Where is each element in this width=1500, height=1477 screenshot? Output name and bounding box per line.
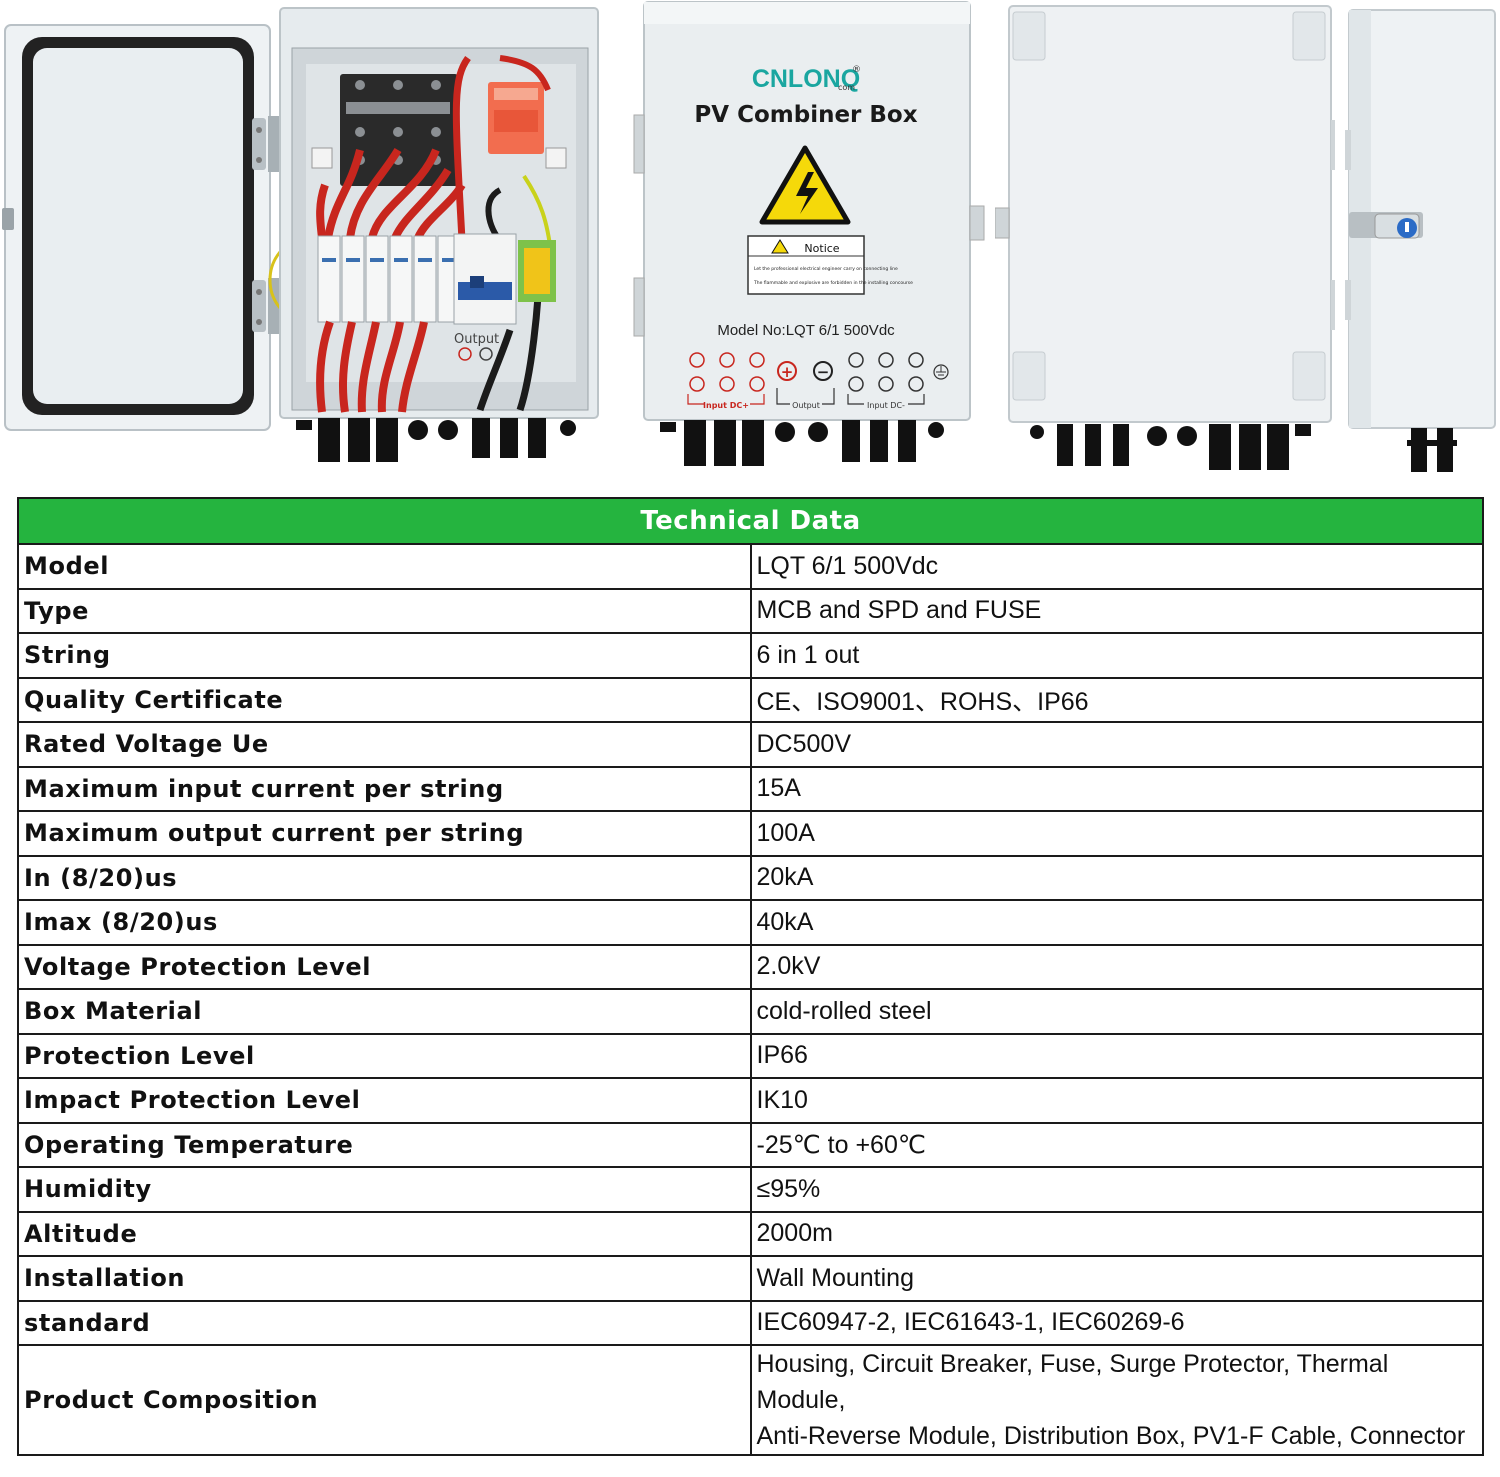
row-label: Model bbox=[17, 543, 752, 590]
row-label: Impact Protection Level bbox=[17, 1077, 752, 1124]
brand-sub-label: com bbox=[838, 83, 855, 92]
row-value: LQT 6/1 500Vdc bbox=[749, 543, 1484, 590]
row-value: 6 in 1 out bbox=[749, 632, 1484, 679]
box-title: PV Combiner Box bbox=[694, 102, 917, 128]
row-value: 20kA bbox=[749, 854, 1484, 901]
row-label: Altitude bbox=[17, 1210, 752, 1257]
row-value: CE、ISO9001、ROHS、IP66 bbox=[749, 676, 1484, 723]
row-value: 2000m bbox=[749, 1210, 1484, 1257]
row-value: 15A bbox=[749, 765, 1484, 812]
row-value: MCB and SPD and FUSE bbox=[749, 587, 1484, 634]
row-label: Type bbox=[17, 587, 752, 634]
row-value-line-1: Housing, Circuit Breaker, Fuse, Surge Pr… bbox=[756, 1350, 1389, 1414]
input-dc-minus-holes bbox=[848, 352, 924, 392]
front-closed-view: CNLONQ ® com PV Combiner Box Notice Let … bbox=[633, 1, 985, 466]
row-label: Maximum input current per string bbox=[17, 765, 752, 812]
row-label: Humidity bbox=[17, 1166, 752, 1213]
table-title: Technical Data bbox=[17, 497, 1484, 545]
table-row: Humidity≤95% bbox=[17, 1166, 1484, 1213]
high-voltage-warning-icon bbox=[759, 145, 851, 225]
table-row: Product Composition Housing, Circuit Bre… bbox=[17, 1344, 1484, 1456]
side-view bbox=[1345, 9, 1496, 472]
notice-label: Notice Let the professional electrical e… bbox=[747, 235, 913, 295]
svg-text:+: + bbox=[781, 363, 794, 381]
ground-icon bbox=[933, 364, 949, 380]
row-value: Housing, Circuit Breaker, Fuse, Surge Pr… bbox=[749, 1344, 1484, 1456]
input-dc-plus-label: Input DC+ bbox=[703, 401, 749, 410]
open-interior-view: Output bbox=[2, 7, 599, 462]
row-value: cold-rolled steel bbox=[749, 988, 1484, 1035]
row-value: IK10 bbox=[749, 1077, 1484, 1124]
row-label: Box Material bbox=[17, 988, 752, 1035]
notice-line-1: Let the professional electrical engineer… bbox=[754, 266, 898, 272]
row-label: Quality Certificate bbox=[17, 676, 752, 723]
row-label: Maximum output current per string bbox=[17, 810, 752, 857]
row-label: String bbox=[17, 632, 752, 679]
row-label: Product Composition bbox=[17, 1344, 752, 1456]
model-label: Model No:LQT 6/1 500Vdc bbox=[717, 322, 895, 339]
output-label: Output bbox=[792, 401, 820, 410]
row-value: 40kA bbox=[749, 899, 1484, 946]
row-label: standard bbox=[17, 1299, 752, 1346]
row-label: In (8/20)us bbox=[17, 854, 752, 901]
product-image-gallery: Output CNLONQ ® com PV Combiner Box bbox=[0, 0, 1500, 480]
row-value: IEC60947-2, IEC61643-1, IEC60269-6 bbox=[749, 1299, 1484, 1346]
row-value: DC500V bbox=[749, 721, 1484, 768]
registered-mark: ® bbox=[852, 65, 861, 75]
row-label: Installation bbox=[17, 1255, 752, 1302]
input-dc-minus-label: Input DC- bbox=[867, 401, 905, 410]
input-dc-plus-holes bbox=[689, 352, 765, 392]
notice-title: Notice bbox=[804, 242, 839, 255]
row-label: Rated Voltage Ue bbox=[17, 721, 752, 768]
row-value: -25℃ to +60℃ bbox=[749, 1121, 1484, 1168]
row-value: Wall Mounting bbox=[749, 1255, 1484, 1302]
row-value: IP66 bbox=[749, 1032, 1484, 1079]
svg-text:−: − bbox=[817, 363, 830, 381]
notice-line-2: The flammable and explosive are forbidde… bbox=[753, 280, 913, 286]
row-label: Operating Temperature bbox=[17, 1121, 752, 1168]
row-value-line-2: Anti-Reverse Module, Distribution Box, P… bbox=[756, 1422, 1466, 1450]
row-value: ≤95% bbox=[749, 1166, 1484, 1213]
row-label: Imax (8/20)us bbox=[17, 899, 752, 946]
row-label: Protection Level bbox=[17, 1032, 752, 1079]
brand-logo: CNLONQ bbox=[752, 65, 860, 93]
row-label: Voltage Protection Level bbox=[17, 943, 752, 990]
row-value: 100A bbox=[749, 810, 1484, 857]
table-row: Operating Temperature-25℃ to +60℃ bbox=[17, 1121, 1484, 1168]
interior-output-label: Output bbox=[454, 332, 499, 347]
back-view bbox=[995, 5, 1335, 470]
output-terminals: + − bbox=[777, 361, 833, 381]
row-value: 2.0kV bbox=[749, 943, 1484, 990]
